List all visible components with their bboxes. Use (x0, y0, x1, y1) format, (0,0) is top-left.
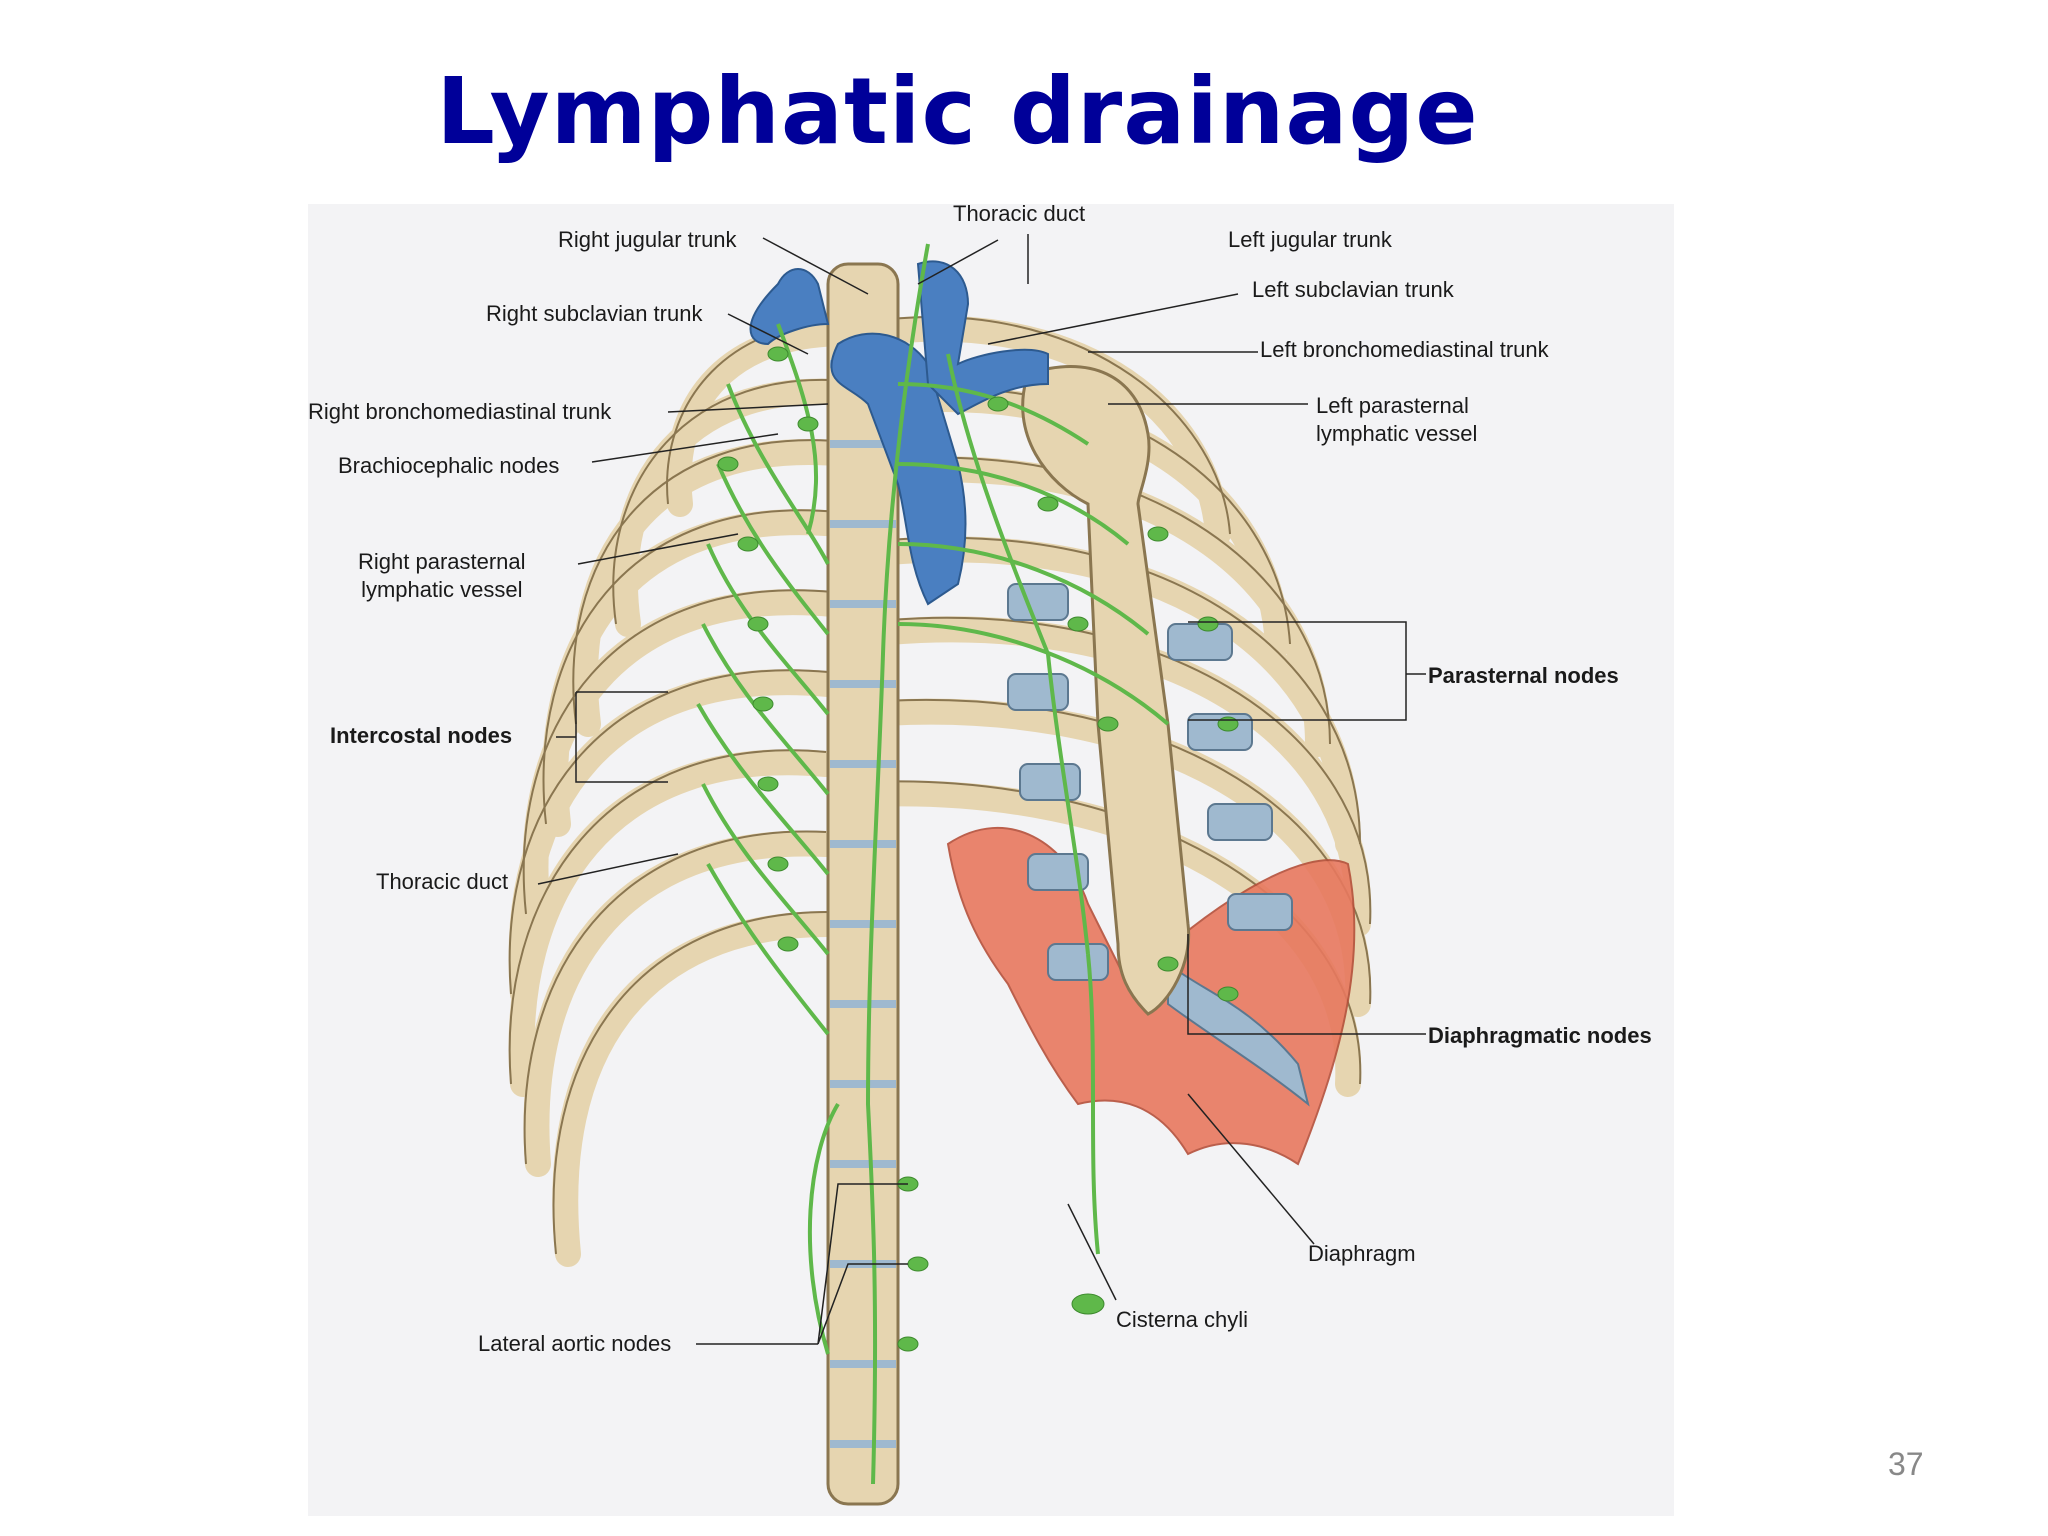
lymphatic-vessels (696, 243, 1170, 1485)
label-right-bronchomediastinal-trunk: Right bronchomediastinal trunk (308, 399, 612, 424)
label-right-subclavian-trunk: Right subclavian trunk (486, 301, 703, 326)
right-brachiocephalic-vein (749, 268, 830, 346)
label-cisterna-chyli: Cisterna chyli (1116, 1307, 1249, 1332)
label-diaphragmatic-nodes: Diaphragmatic nodes (1428, 1023, 1652, 1048)
label-parasternal-nodes: Parasternal nodes (1428, 663, 1619, 688)
sternum (1021, 365, 1191, 1016)
label-left-parasternal-vessel: Left parasternal lymphatic vessel (1316, 393, 1478, 446)
left-ribs-outline (508, 320, 869, 1255)
label-diaphragm: Diaphragm (1308, 1241, 1416, 1266)
leader-lines (537, 234, 1426, 1345)
label-thoracic-duct-lower: Thoracic duct (376, 869, 509, 894)
label-intercostal-nodes: Intercostal nodes (330, 723, 513, 748)
left-ribs (508, 320, 881, 1267)
label-left-subclavian-trunk: Left subclavian trunk (1252, 277, 1454, 302)
anatomy-figure: Thoracic duct Right jugular trunk Left j… (308, 201, 1674, 1516)
label-left-jugular-trunk: Left jugular trunk (1228, 227, 1392, 252)
lymph-nodes (717, 346, 1239, 1352)
ribcage-illustration (508, 234, 1426, 1506)
left-brachiocephalic-vein (916, 260, 1049, 416)
label-right-jugular-trunk: Right jugular trunk (558, 227, 737, 252)
label-left-bronchomediastinal-trunk: Left bronchomediastinal trunk (1260, 337, 1549, 362)
label-brachiocephalic-nodes: Brachiocephalic nodes (338, 453, 560, 478)
slide-title: Lymphatic drainage (436, 58, 1479, 165)
label-thoracic-duct-top: Thoracic duct (953, 201, 1086, 226)
label-lateral-aortic-nodes: Lateral aortic nodes (478, 1331, 672, 1356)
page-number: 37 (1888, 1446, 1924, 1482)
label-right-parasternal-vessel: Right parasternal lymphatic vessel (358, 549, 526, 602)
